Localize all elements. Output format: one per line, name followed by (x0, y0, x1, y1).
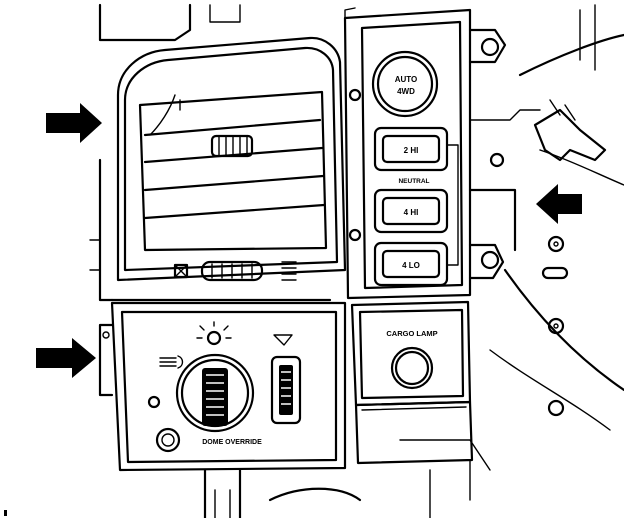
cargo-lamp-panel (350, 300, 474, 465)
headlamp-switch-panel (98, 301, 347, 472)
air-vent (116, 36, 347, 282)
callout-arrow-vent (46, 103, 102, 143)
callout-arrow-transfer-case (536, 184, 582, 224)
transfer-case-panel (343, 7, 507, 300)
dome-override-label: DOME OVERRIDE (202, 439, 262, 446)
4hi-label: 4 HI (404, 208, 419, 217)
auto-label: AUTO (395, 75, 418, 84)
4lo-label: 4 LO (402, 261, 420, 270)
callout-arrow-headlamp (36, 338, 96, 378)
neutral-label: NEUTRAL (398, 178, 429, 185)
4wd-label: 4WD (397, 87, 415, 96)
cargo-lamp-label: CARGO LAMP (386, 329, 437, 338)
dash-background-outline (89, 3, 624, 518)
2hi-label: 2 HI (404, 146, 419, 155)
